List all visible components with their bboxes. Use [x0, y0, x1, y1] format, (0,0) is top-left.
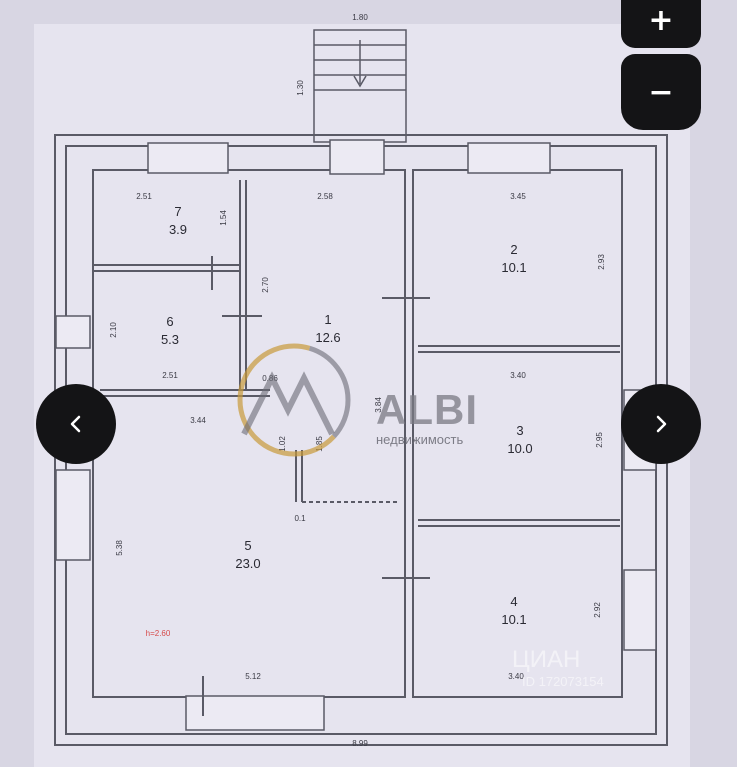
- dim-porch-width: 1.80: [352, 13, 368, 22]
- room-5-number: 5: [244, 538, 251, 553]
- chevron-right-icon: [656, 415, 667, 433]
- dim-room7-depth: 1.54: [219, 210, 228, 226]
- porch-steps: [313, 29, 407, 143]
- albi-brand-subtitle: недвижимость: [376, 432, 464, 447]
- dim-room7-width: 2.51: [136, 192, 152, 201]
- dim-room4-width: 3.40: [508, 672, 524, 681]
- next-photo-button[interactable]: [621, 384, 701, 464]
- room-5-area: 23.0: [235, 556, 260, 571]
- room-2-area: 10.1: [501, 260, 526, 275]
- room-6-number: 6: [166, 314, 173, 329]
- room-2-number: 2: [510, 242, 517, 257]
- dim-room2-width: 3.45: [510, 192, 526, 201]
- albi-brand-text: ALBI: [376, 386, 478, 433]
- dim-room3-depth: 2.95: [595, 432, 604, 448]
- minus-icon: −: [648, 74, 674, 110]
- zoom-out-button[interactable]: −: [621, 54, 701, 130]
- room-3-area: 10.0: [507, 441, 532, 456]
- ceiling-height-note: h=2.60: [146, 629, 171, 638]
- dim-corridor-2: 1.02: [278, 436, 287, 452]
- dim-room6-depth: 2.10: [109, 322, 118, 338]
- dim-room1-width: 2.58: [317, 192, 333, 201]
- dim-room1-depth: 2.70: [261, 277, 270, 293]
- room-4-area: 10.1: [501, 612, 526, 627]
- dim-total-width: 8.99: [352, 739, 368, 748]
- zoom-in-button[interactable]: +: [621, 0, 701, 48]
- room-3-number: 3: [516, 423, 523, 438]
- dim-corridor-4: 0.1: [294, 514, 306, 523]
- dim-porch-depth: 1.30: [296, 80, 305, 96]
- room-6-area: 5.3: [161, 332, 179, 347]
- dim-room6-width: 2.51: [162, 371, 178, 380]
- dim-room2-depth: 2.93: [597, 254, 606, 270]
- room-7-area: 3.9: [169, 222, 187, 237]
- plus-icon: +: [648, 2, 674, 38]
- cian-listing-id: ID 172073154: [522, 674, 604, 689]
- dim-room4-depth: 2.92: [593, 602, 602, 618]
- room-7-number: 7: [174, 204, 181, 219]
- dim-corridor-1: 3.84: [374, 397, 383, 413]
- dim-room5-bottom: 5.12: [245, 672, 261, 681]
- room-1-number: 1: [324, 312, 331, 327]
- dim-corridor-3: 1.85: [315, 436, 324, 452]
- dim-room5-width: 3.44: [190, 416, 206, 425]
- dim-room5-depth: 5.38: [115, 540, 124, 556]
- interior-walls: [93, 180, 620, 716]
- cian-watermark: ЦИАН: [512, 646, 581, 673]
- dim-room3-width: 3.40: [510, 371, 526, 380]
- albi-logo-icon: [237, 343, 351, 457]
- chevron-left-icon: [70, 415, 81, 433]
- room-1-area: 12.6: [315, 330, 340, 345]
- room-4-number: 4: [510, 594, 517, 609]
- previous-photo-button[interactable]: [36, 384, 116, 464]
